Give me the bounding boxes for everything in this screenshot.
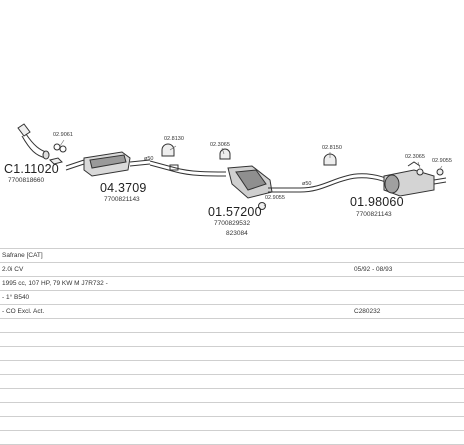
row-left: - CO Excl. Act.: [2, 308, 45, 315]
rear-silencer: [383, 169, 447, 197]
part-ref-3: 7700829532: [214, 220, 251, 227]
table-row: - CO Excl. Act. C280232: [0, 305, 464, 319]
table-row: [0, 417, 464, 431]
exhaust-drawing: [17, 123, 447, 210]
fitting-label-7: 02.9055: [432, 158, 452, 164]
table-row: 2.0i CV 05/92 - 08/93: [0, 263, 464, 277]
pipe-diameter-1: ø50: [144, 156, 154, 162]
part-ref-2: 7700821143: [104, 196, 140, 203]
row-left: 1995 cc, 107 HP, 79 KW M J7R732 -: [2, 280, 108, 287]
row-right: C280232: [354, 308, 381, 315]
table-row: [0, 319, 464, 333]
part-ref-4: 7700821143: [356, 211, 392, 218]
row-left: 2.0i CV: [2, 266, 24, 273]
gasket-1: [49, 143, 67, 165]
fitting-label-4: 02.9055: [265, 195, 285, 201]
rear-pipe: [299, 173, 387, 193]
rubber-1: [258, 202, 266, 210]
hanger-2: [407, 161, 444, 176]
part-number-2: 04.3709: [100, 181, 147, 195]
table-row: [0, 333, 464, 347]
part-number-3: 01.57200: [208, 205, 262, 219]
table-row: [0, 361, 464, 375]
part-number-1: C1.11020: [4, 162, 59, 176]
row-left: Safrane [CAT]: [2, 252, 43, 259]
row-right: 05/92 - 08/93: [354, 266, 393, 273]
exhaust-diagram: 02.9061 C1.11020 7700818660 02.8130 ø50 …: [4, 123, 452, 237]
mid-pipe: [149, 160, 227, 177]
row-left: - 1° B540: [2, 294, 30, 301]
centre-silencer: [227, 165, 300, 199]
part-ref-1: 7700818660: [8, 177, 45, 184]
table-row: [0, 347, 464, 361]
hanger-1: [219, 148, 231, 160]
table-row: [0, 389, 464, 403]
spec-table: Safrane [CAT] 2.0i CV 05/92 - 08/93 1995 …: [0, 248, 464, 445]
part-number-4: 01.98060: [350, 195, 404, 209]
fitting-label-3: 02.3065: [210, 142, 230, 148]
front-pipe: [17, 123, 50, 160]
table-row: - 1° B540: [0, 291, 464, 305]
fitting-label-1: 02.9061: [53, 132, 73, 138]
fitting-label-6: 02.3065: [405, 154, 425, 160]
table-row: Safrane [CAT]: [0, 248, 464, 263]
table-row: [0, 403, 464, 417]
pipe-diameter-2: ø50: [302, 181, 312, 187]
part-ref-3b: 823084: [226, 230, 248, 237]
fitting-label-5: 02.8150: [322, 145, 342, 151]
table-row: [0, 375, 464, 389]
catalytic-converter: [65, 151, 151, 177]
table-row: [0, 431, 464, 445]
clamp-2: [323, 153, 337, 166]
table-row: 1995 cc, 107 HP, 79 KW M J7R732 -: [0, 277, 464, 291]
fitting-label-2: 02.8130: [164, 136, 184, 142]
